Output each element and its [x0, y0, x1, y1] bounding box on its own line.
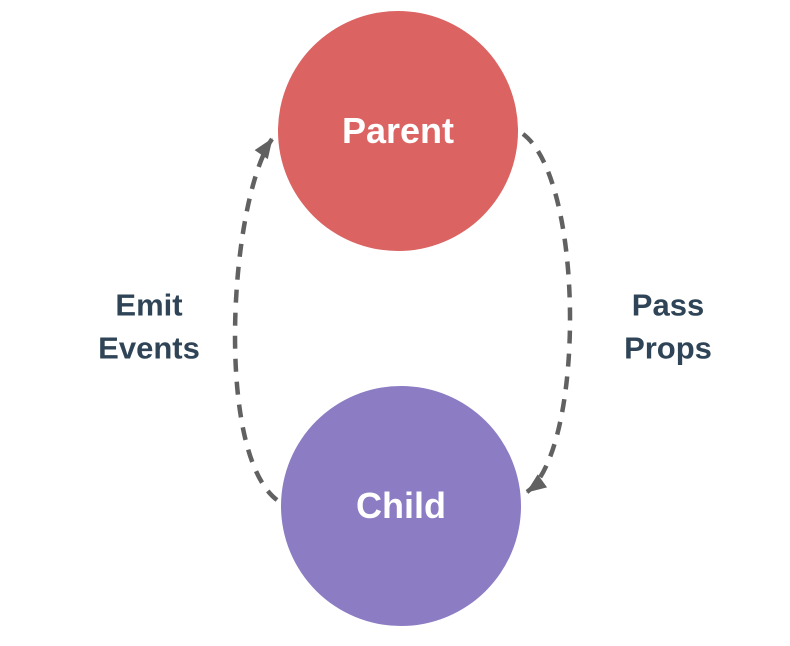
pass-props-label-line1: Pass	[631, 287, 705, 323]
emit-events-label-line2: Events	[98, 331, 200, 366]
pass-props-label-line2: Props	[624, 331, 712, 366]
child-node-label: Child	[356, 485, 446, 526]
pass-props-arrow	[521, 132, 573, 494]
emit-events-label: Emit Events	[98, 284, 200, 371]
pass-props-label: Pass Props	[624, 284, 712, 371]
parent-node: Parent	[278, 11, 518, 251]
emit-events-arrow	[232, 137, 279, 502]
emit-events-label-line1: Emit	[115, 287, 183, 323]
child-node: Child	[281, 386, 521, 626]
parent-node-label: Parent	[341, 110, 455, 151]
